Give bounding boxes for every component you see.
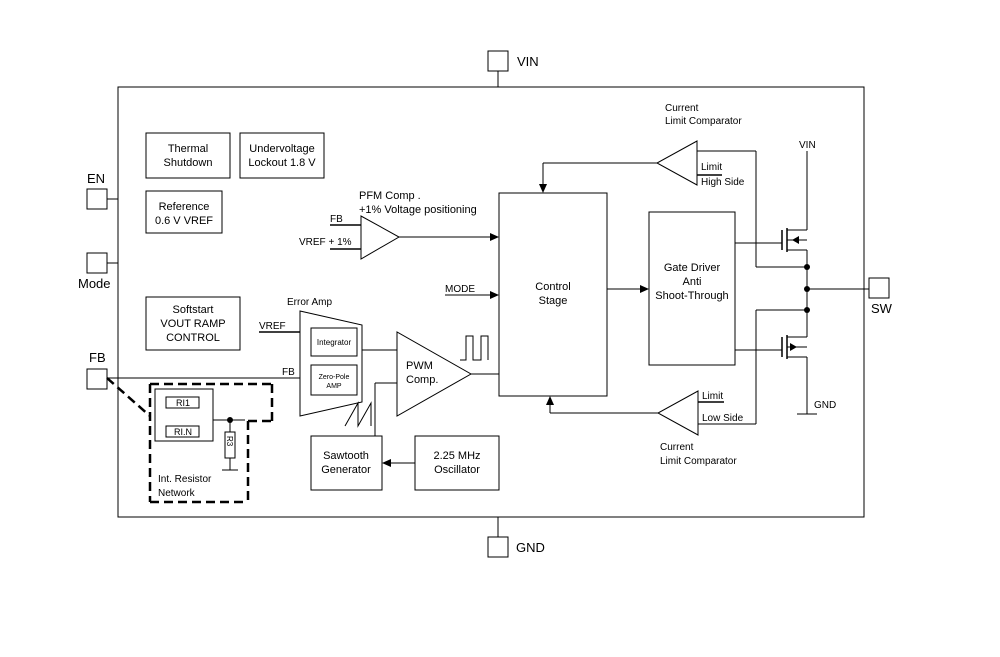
resistor-network-line2: Network [158,488,196,499]
fb-pin-label: FB [89,350,106,365]
undervoltage-line1: Undervoltage [249,143,314,155]
zero-pole-line2: AMP [326,383,342,390]
gate-driver-line3: Shoot-Through [655,290,728,302]
integrator-label: Integrator [317,338,352,347]
gnd-rail-label: GND [814,400,836,411]
fb-line-label: FB [282,367,295,378]
pfm-comp-label-line2: +1% Voltage positioning [359,204,477,216]
pfm-comp-label-line1: PFM Comp . [359,190,421,202]
resistor-r1 [165,396,200,409]
pwm-line1: PWM [406,360,433,372]
gnd-pin-label: GND [516,540,545,555]
rn-label: RI.N [174,427,192,437]
error-amp-label: Error Amp [287,297,332,308]
limit-low-line1: Limit [702,391,723,402]
pfm-comparator: PFM Comp . +1% Voltage positioning FB VR… [299,190,499,260]
softstart-line2: VOUT RAMP [160,318,225,330]
reference-block: Reference 0.6 V VREF [145,190,223,234]
control-stage-line1: Control [535,281,570,293]
control-stage-block: Control Stage [498,192,608,397]
oscillator-line2: Oscillator [434,464,480,476]
softstart-line3: CONTROL [166,332,220,344]
resistor-network-line1: Int. Resistor [158,474,212,485]
fb-line: FB [107,367,300,379]
resistor-rn [165,425,200,438]
limit-high-line1: Limit [701,162,722,173]
vin-rail-label: VIN [799,140,816,151]
current-limit-bottom-line2: Limit Comparator [660,456,737,467]
reference-line2: 0.6 V VREF [155,215,213,227]
undervoltage-lockout-block: Undervoltage Lockout 1.8 V [239,132,325,179]
thermal-shutdown-line2: Shutdown [164,157,213,169]
gate-driver-block: Gate Driver Anti Shoot-Through [648,211,736,366]
mode-pin-label: Mode [78,276,111,291]
limit-high-line2: High Side [701,177,745,188]
r3-label: R3 [225,436,234,447]
thermal-shutdown-line1: Thermal [168,143,208,155]
chip-outline [117,86,865,518]
en-pin: EN [86,171,118,210]
control-stage-line2: Stage [539,295,568,307]
current-limit-top-line2: Limit Comparator [665,116,742,127]
mode-pin: Mode [78,252,118,291]
softstart-block: Softstart VOUT RAMP CONTROL [145,296,241,351]
vref-label: VREF [259,321,286,332]
integrator-block [310,327,358,357]
mode-signal-label: MODE [445,284,475,295]
sawtooth-line2: Generator [321,464,371,476]
oscillator-block: 2.25 MHz Oscillator [382,435,500,491]
pwm-comparator: PWM Comp. [374,331,499,436]
thermal-shutdown-block: Thermal Shutdown [145,132,231,179]
sawtooth-generator-block: Sawtooth Generator [310,435,383,491]
current-limit-bottom-line1: Current [660,442,694,453]
current-limit-top-line1: Current [665,103,699,114]
vin-pin: VIN [487,50,539,87]
pwm-waveform-icon [460,335,489,361]
undervoltage-line2: Lockout 1.8 V [248,157,316,169]
sw-pin-label: SW [871,301,893,316]
switch-node [756,264,869,313]
sawtooth-line1: Sawtooth [323,450,369,462]
pfm-vref-label: VREF + 1% [299,237,352,248]
sw-pin: SW [868,277,893,316]
gate-driver-line1: Gate Driver [664,262,721,274]
zero-pole-line1: Zero-Pole [319,374,350,381]
vin-pin-label: VIN [517,54,539,69]
oscillator-line1: 2.25 MHz [433,450,480,462]
low-side-mosfet: GND [735,310,836,415]
mode-signal: MODE [445,284,499,299]
r1-label: RI1 [176,398,190,408]
reference-line1: Reference [159,201,210,213]
gnd-pin: GND [487,517,545,558]
pwm-line2: Comp. [406,374,438,386]
current-limit-comparator-low: Limit Low Side Current Limit Comparator [546,310,757,467]
sawtooth-waveform-icon [344,401,372,428]
en-pin-label: EN [87,171,105,186]
gate-driver-line2: Anti [683,276,702,288]
softstart-line1: Softstart [173,304,214,316]
fb-pin: FB [86,350,108,390]
limit-low-line2: Low Side [702,413,744,424]
current-limit-comparator-high: Current Limit Comparator Limit High Side [539,103,757,267]
error-amp: Error Amp Integrator Zero-Pole AMP VREF [259,297,397,417]
pfm-fb-label: FB [330,214,343,225]
zero-pole-amp-block [310,364,358,396]
high-side-mosfet: VIN [735,140,816,267]
resistor-network: RI1 RI.N R3 Int. Resistor Network [106,377,274,504]
